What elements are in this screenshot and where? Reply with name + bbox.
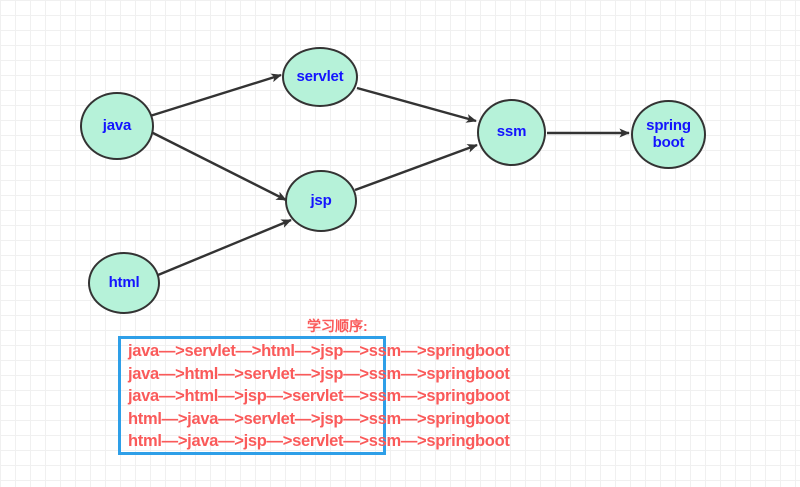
node-html[interactable]: html bbox=[88, 252, 160, 314]
edge-jsp-ssm bbox=[354, 143, 478, 192]
node-jsp[interactable]: jsp bbox=[285, 170, 357, 232]
node-servlet-label: servlet bbox=[296, 67, 344, 85]
node-html-label: html bbox=[108, 273, 140, 291]
list-item: html—>java—>servlet—>jsp—>ssm—>springboo… bbox=[128, 409, 510, 428]
edge-java-servlet bbox=[149, 73, 282, 118]
edge-servlet-ssm bbox=[356, 86, 477, 123]
list-item: java—>html—>servlet—>jsp—>ssm—>springboo… bbox=[128, 364, 510, 383]
sequence-title: 学习顺序: bbox=[307, 318, 368, 334]
node-ssm[interactable]: ssm bbox=[477, 99, 546, 166]
node-java-label: java bbox=[102, 116, 132, 134]
edge-html-jsp bbox=[157, 218, 292, 277]
sequence-list: java—>servlet—>html—>jsp—>ssm—>springboo… bbox=[128, 340, 510, 453]
node-jsp-label: jsp bbox=[310, 191, 332, 209]
node-java[interactable]: java bbox=[80, 92, 154, 160]
node-ssm-label: ssm bbox=[496, 123, 527, 141]
list-item: java—>html—>jsp—>servlet—>ssm—>springboo… bbox=[128, 387, 510, 406]
node-springboot-label: spring boot bbox=[646, 116, 691, 151]
edge-java-jsp bbox=[150, 130, 287, 202]
node-servlet[interactable]: servlet bbox=[282, 47, 358, 107]
sequence-box bbox=[118, 336, 386, 455]
node-springboot[interactable]: spring boot bbox=[631, 100, 706, 169]
list-item: java—>servlet—>html—>jsp—>ssm—>springboo… bbox=[128, 342, 510, 360]
list-item: html—>java—>jsp—>servlet—>ssm—>springboo… bbox=[128, 432, 510, 451]
